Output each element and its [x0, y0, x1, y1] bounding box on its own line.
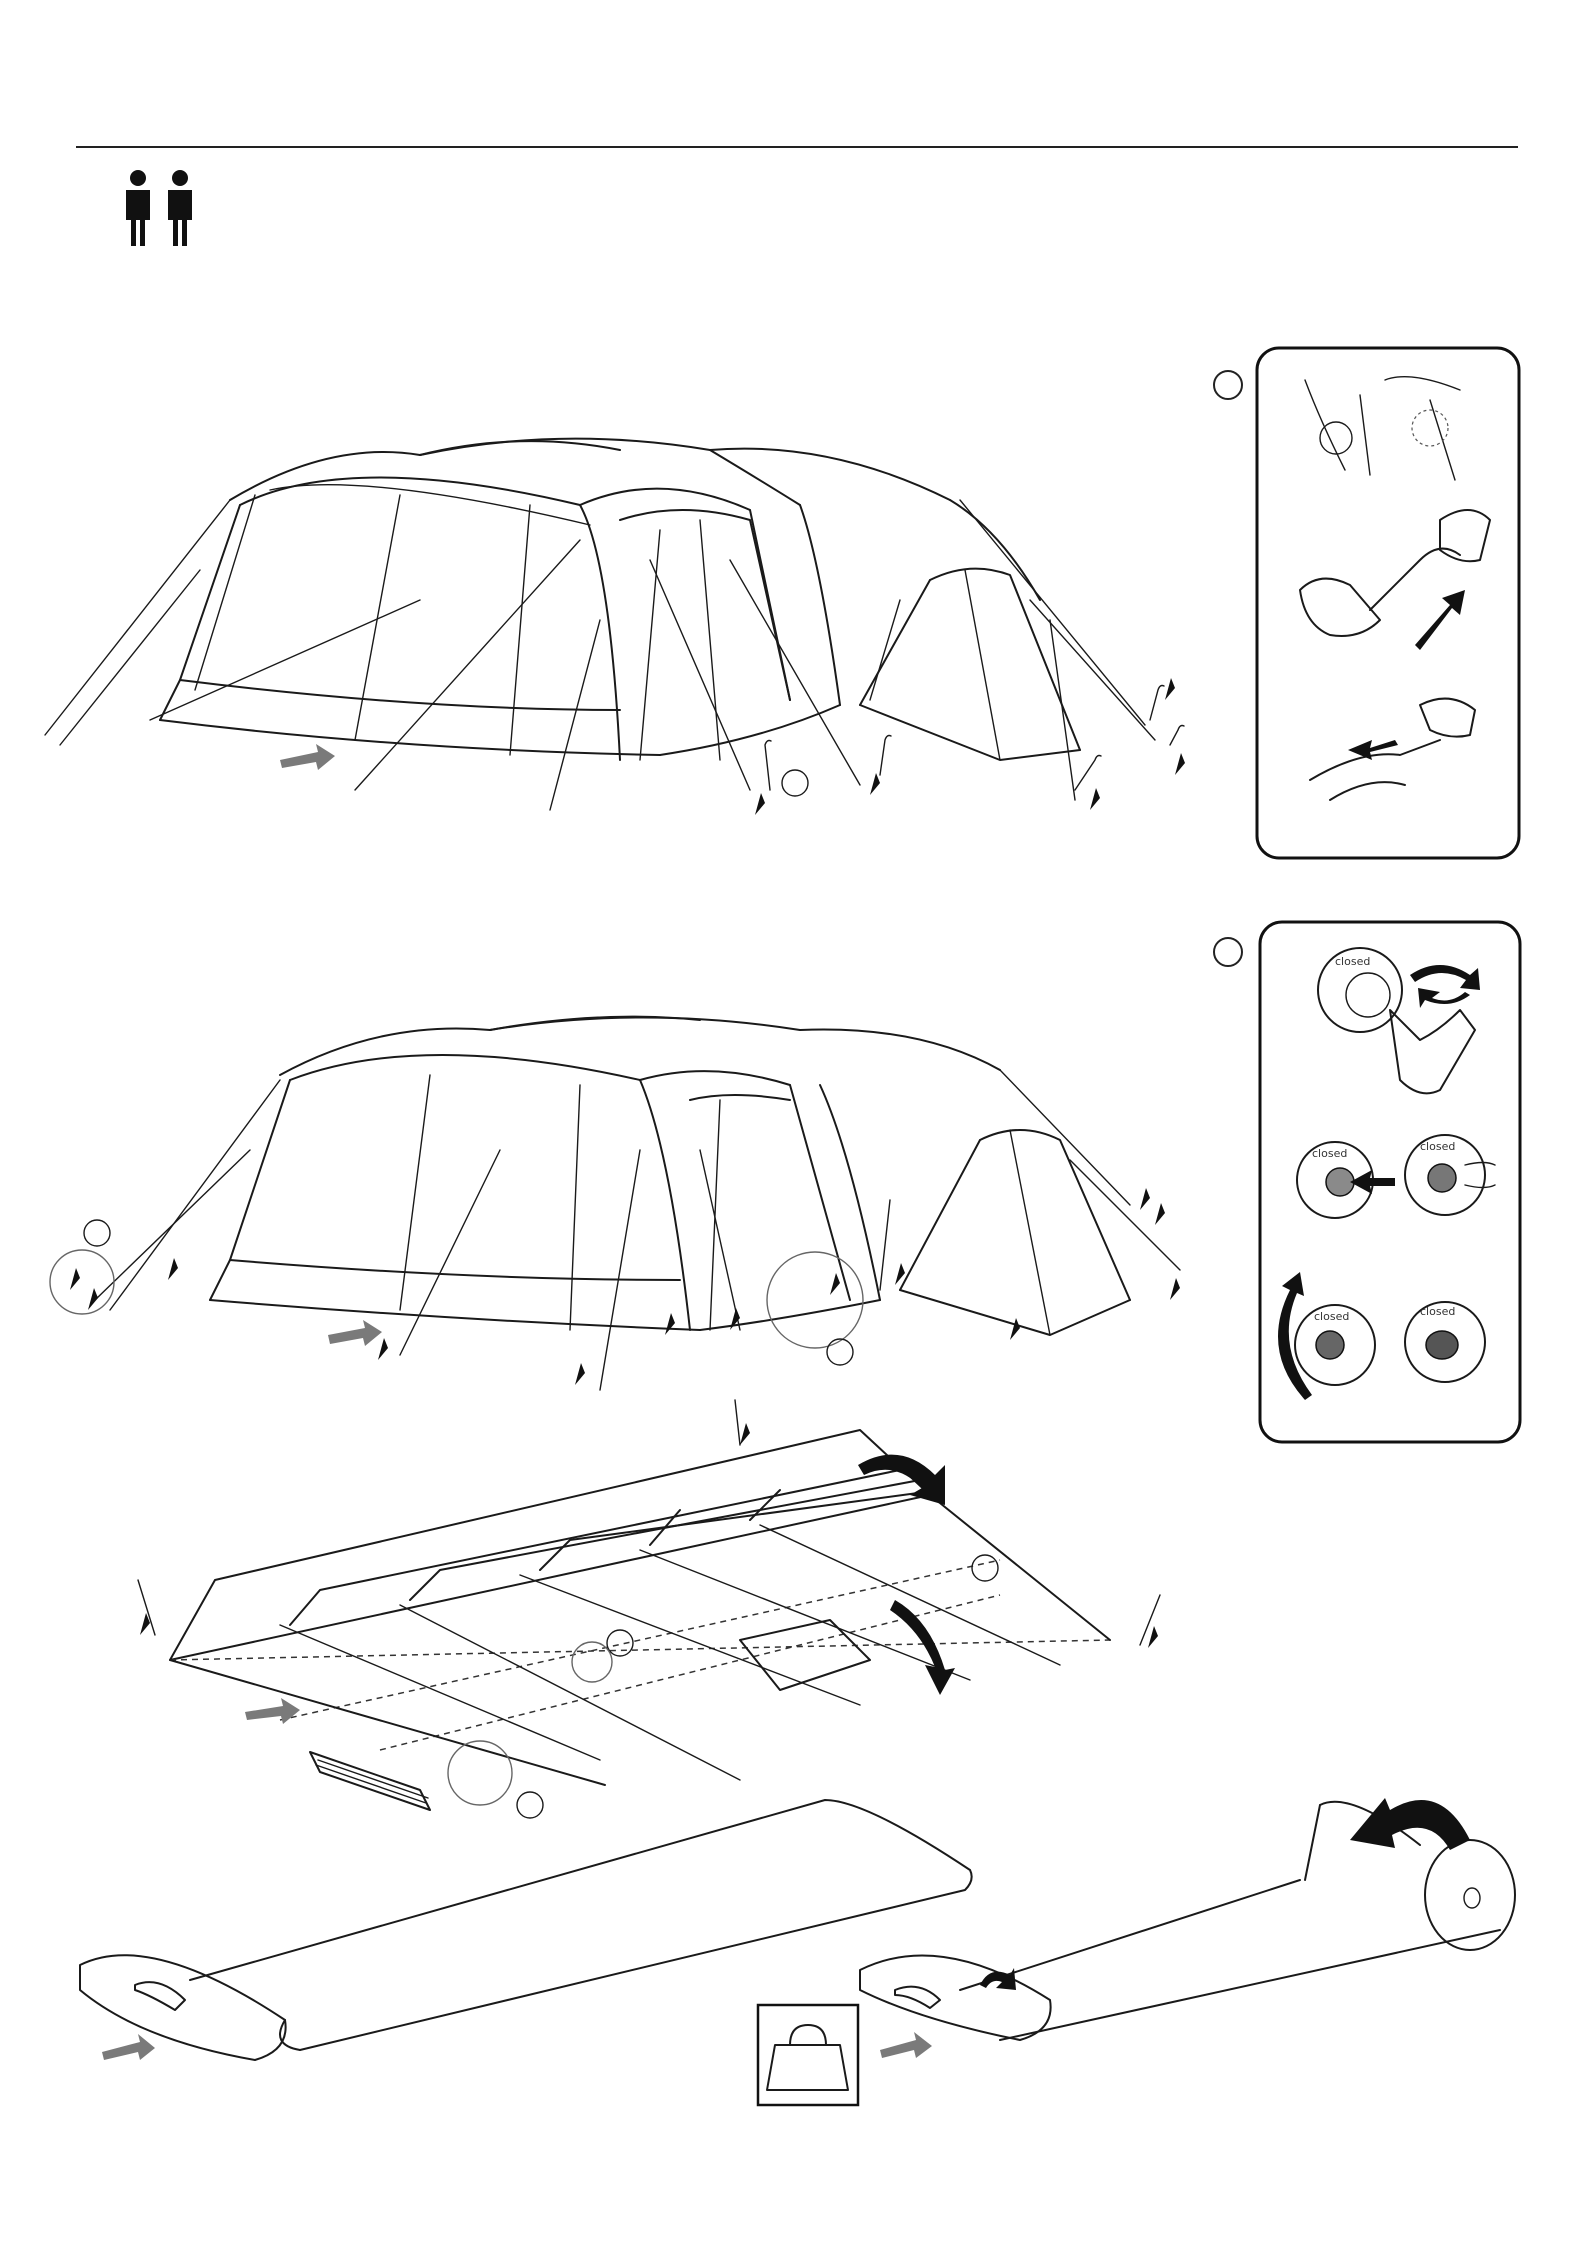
valve-label: closed	[1335, 955, 1370, 968]
valve-closing-panel: closed closed closed closed closed	[1260, 922, 1520, 1442]
carry-bag-icon	[758, 2005, 858, 2105]
valve-label: closed	[1314, 1310, 1349, 1323]
tent-diagram-2	[50, 1017, 1180, 1390]
two-people-icon	[126, 170, 192, 246]
peg-removal-panel	[1257, 348, 1519, 858]
groundsheet-fold-diagram	[138, 1400, 1160, 1818]
step-marker	[1214, 371, 1242, 399]
step-marker	[1214, 938, 1242, 966]
tent-diagram-1	[45, 439, 1185, 815]
valve-label: closed	[1312, 1147, 1347, 1160]
pack-roll-diagram-2	[860, 1798, 1515, 2058]
valve-label: closed	[1420, 1305, 1455, 1318]
valve-label: closed	[1420, 1140, 1455, 1153]
